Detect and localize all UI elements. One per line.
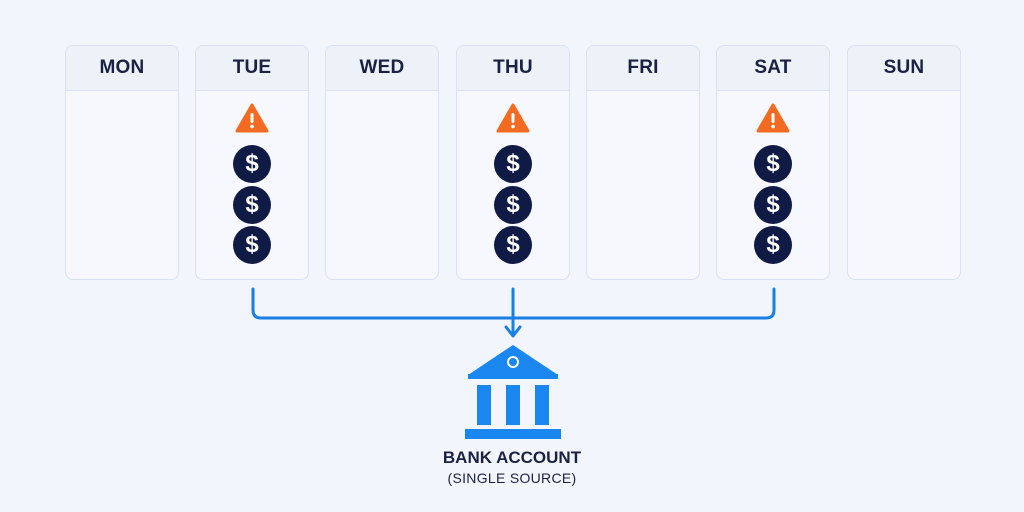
- dollar-coin-icon: $: [233, 226, 271, 264]
- day-label-tue: TUE: [196, 46, 308, 91]
- dollar-coin-icon: $: [233, 145, 271, 183]
- dollar-coin-icon: $: [494, 145, 532, 183]
- day-label-mon: MON: [66, 46, 178, 91]
- day-label-fri: FRI: [587, 46, 699, 91]
- bank-account-title: BANK ACCOUNT: [442, 448, 582, 467]
- dollar-coin-icon: $: [233, 186, 271, 224]
- dollar-coin-icon: $: [494, 186, 532, 224]
- day-column-fri: FRI: [586, 45, 700, 280]
- day-column-mon: MON: [65, 45, 179, 280]
- dollar-coin-icon: $: [494, 226, 532, 264]
- warning-icon: [235, 103, 269, 133]
- day-column-thu: THU $ $ $: [456, 45, 570, 280]
- day-column-tue: TUE $ $ $: [195, 45, 309, 280]
- day-label-sun: SUN: [848, 46, 960, 91]
- day-column-wed: WED: [325, 45, 439, 280]
- day-label-thu: THU: [457, 46, 569, 91]
- day-column-sun: SUN: [847, 45, 961, 280]
- day-label-sat: SAT: [717, 46, 829, 91]
- arrow-down-icon: [504, 325, 522, 338]
- dollar-coin-icon: $: [754, 145, 792, 183]
- day-label-wed: WED: [326, 46, 438, 91]
- dollar-coin-icon: $: [754, 226, 792, 264]
- bank-icon: [465, 345, 561, 439]
- dollar-coin-icon: $: [754, 186, 792, 224]
- warning-icon: [496, 103, 530, 133]
- warning-icon: [756, 103, 790, 133]
- day-column-sat: SAT $ $ $: [716, 45, 830, 280]
- bank-account-subtitle: (SINGLE SOURCE): [447, 470, 577, 486]
